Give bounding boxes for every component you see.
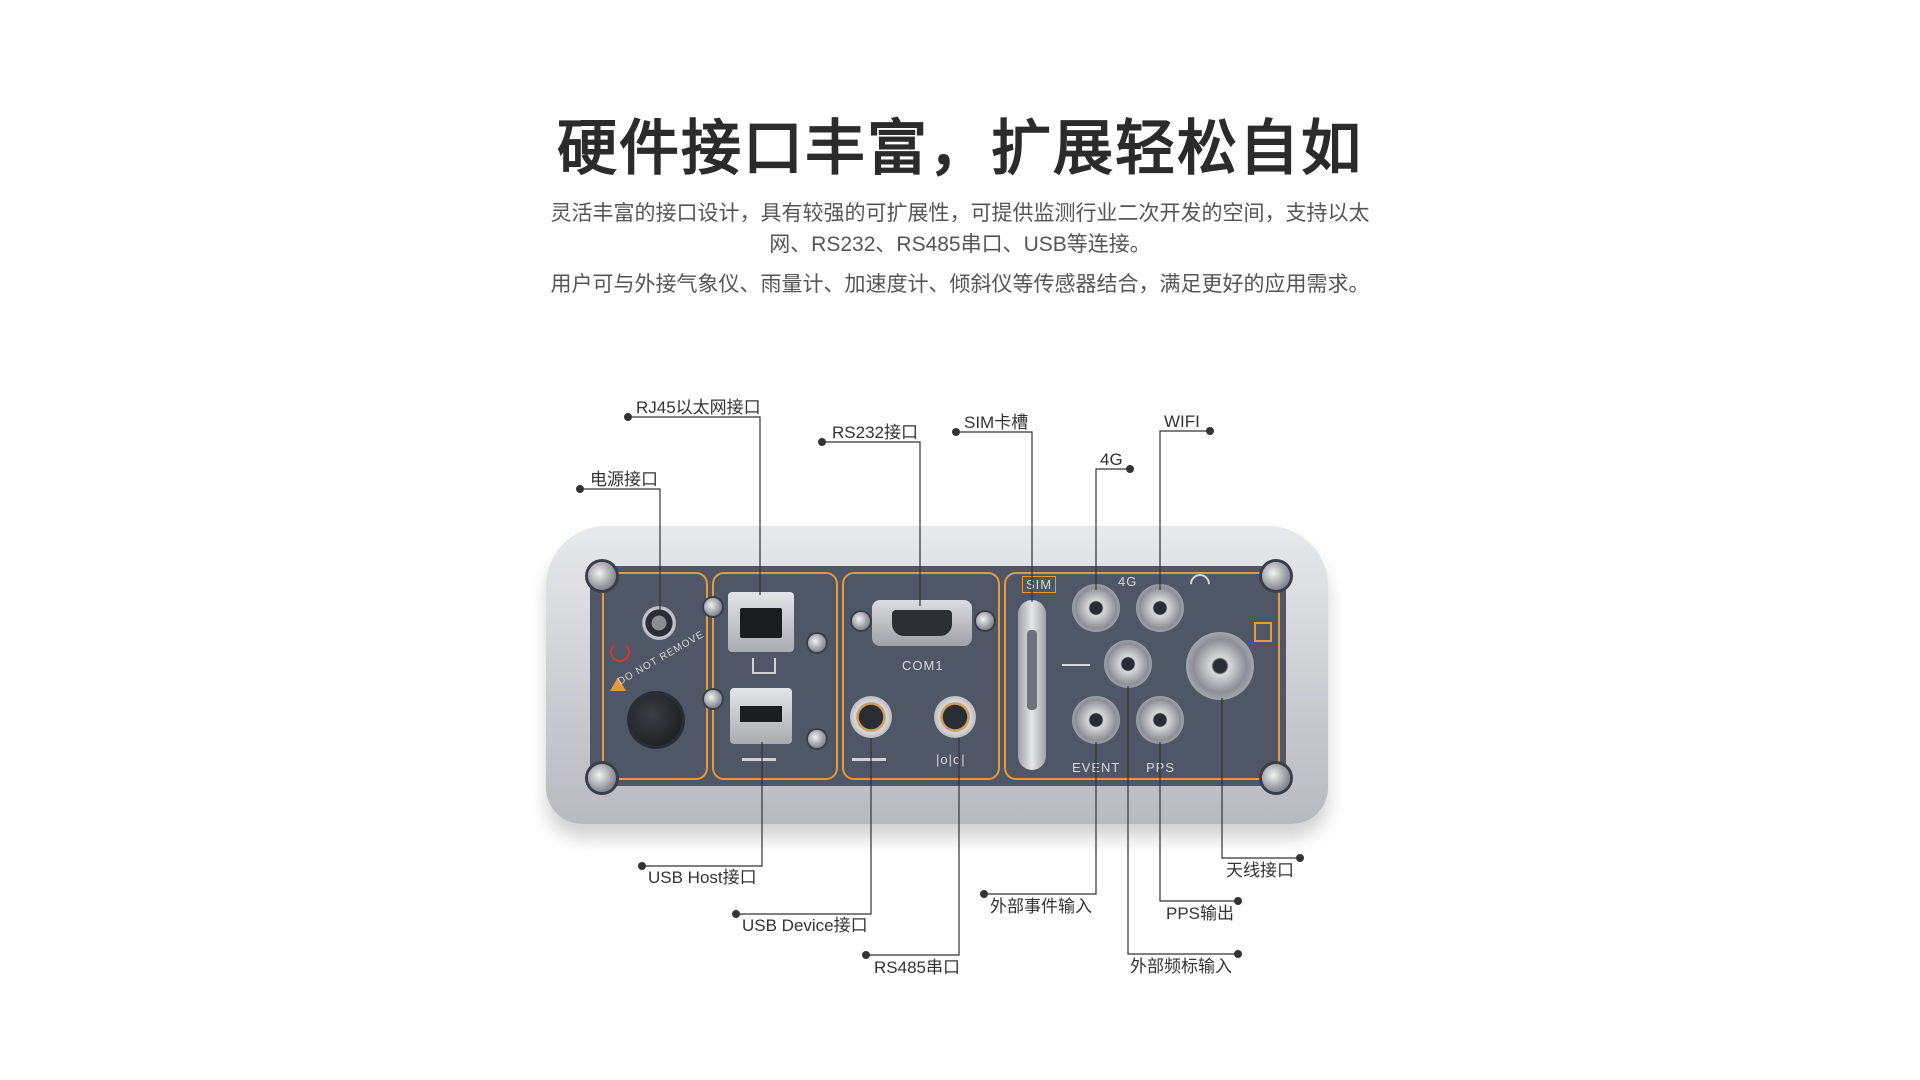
- cap-connector: [630, 694, 682, 746]
- fourg-label: 4G: [1118, 574, 1138, 589]
- corner-screw: [1262, 764, 1290, 792]
- page-title: 硬件接口丰富，扩展轻松自如: [557, 115, 1363, 182]
- corner-screw: [1262, 562, 1290, 590]
- ethernet-symbol-icon: [752, 658, 776, 674]
- usb-device-connector: [850, 696, 892, 738]
- bnc-freq-connector: [1104, 640, 1152, 688]
- tnc-antenna-connector: [1186, 632, 1254, 700]
- frequency-symbol-icon: [1062, 664, 1090, 666]
- power-connector: [642, 606, 676, 640]
- usb-symbol-icon: [852, 758, 886, 761]
- bnc-event-connector: [1072, 696, 1120, 744]
- intro-text: 灵活丰富的接口设计，具有较强的可扩展性，可提供监测行业二次开发的空间，支持以太网…: [530, 198, 1390, 300]
- warning-icon: [610, 677, 626, 691]
- intro-paragraph-2: 用户可与外接气象仪、雨量计、加速度计、倾斜仪等传感器结合，满足更好的应用需求。: [550, 273, 1370, 296]
- panel-screw: [808, 634, 826, 652]
- rs232-db9-port: [872, 600, 972, 646]
- power-symbol-icon: [610, 642, 630, 662]
- event-label: EVENT: [1072, 760, 1121, 775]
- corner-screw: [588, 764, 616, 792]
- panel-screw: [704, 598, 722, 616]
- com1-label: COM1: [902, 658, 944, 673]
- panel-screw: [704, 690, 722, 708]
- intro-paragraph-1: 灵活丰富的接口设计，具有较强的可扩展性，可提供监测行业二次开发的空间，支持以太网…: [550, 202, 1370, 256]
- bnc-4g-connector: [1072, 584, 1120, 632]
- bnc-wifi-connector: [1136, 584, 1184, 632]
- rj45-port: [728, 592, 794, 652]
- corner-screw: [588, 562, 616, 590]
- panel-screw: [852, 612, 870, 630]
- antenna-symbol-icon: [1254, 622, 1272, 642]
- bnc-pps-connector: [1136, 696, 1184, 744]
- usb-host-port: [730, 688, 792, 744]
- sim-slot: [1018, 600, 1046, 770]
- pps-label: PPS: [1146, 760, 1176, 775]
- rs485-connector: [934, 696, 976, 738]
- sim-label: SIM: [1022, 576, 1057, 593]
- panel-screw: [808, 730, 826, 748]
- usb-symbol-icon: [742, 758, 776, 761]
- panel-screw: [976, 612, 994, 630]
- rs485-symbol-label: |o|o|: [936, 752, 966, 767]
